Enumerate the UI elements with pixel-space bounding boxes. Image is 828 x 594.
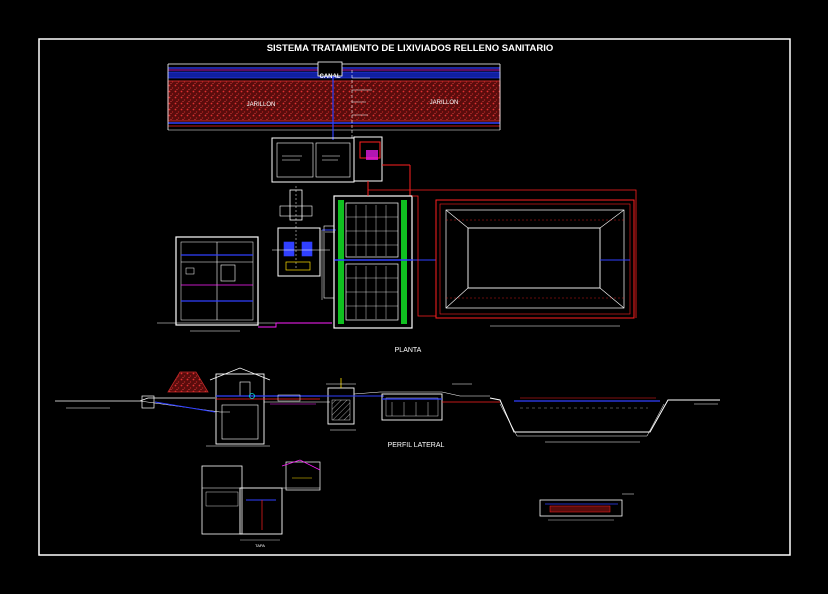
canal-embankment-section: CANAL JARILLON JARILLON xyxy=(167,61,501,140)
jarillon-label-right: JARILLON xyxy=(430,100,459,106)
plan-view-label: PLANTA xyxy=(395,347,422,354)
lagoon-plan xyxy=(435,199,635,327)
drawing-title: SISTEMA TRATAMIENTO DE LIXIVIADOS RELLEN… xyxy=(267,43,554,54)
detail-caption: TAPA xyxy=(255,543,265,548)
jarillon-label-left: JARILLON xyxy=(247,102,276,108)
side-profile: PERFIL LATERAL xyxy=(55,367,720,449)
bottom-right-detail xyxy=(539,493,634,521)
canal-label: CANAL xyxy=(320,74,341,80)
drawing-frame xyxy=(38,38,791,556)
plan-view: PLANTA xyxy=(157,136,637,354)
detail-section: TAPA xyxy=(201,459,321,548)
side-profile-label: PERFIL LATERAL xyxy=(388,442,445,449)
